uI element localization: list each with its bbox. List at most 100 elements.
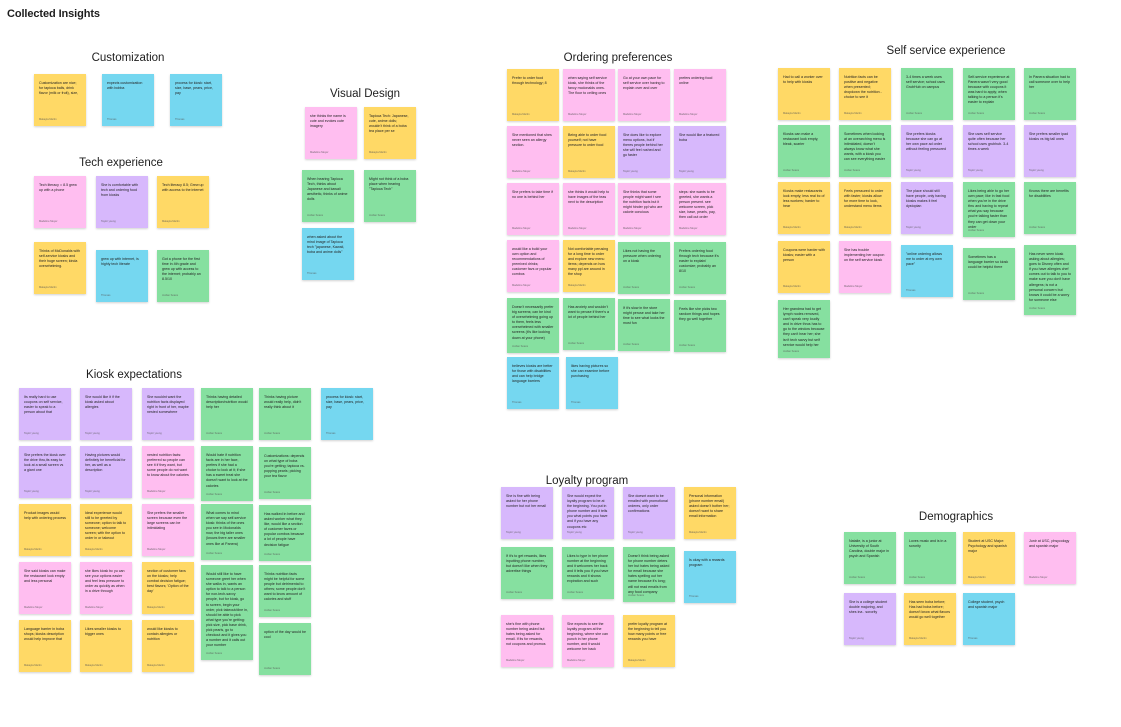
sticky-note[interactable]: Tech literacy 8.5; Grew up with access t… (157, 176, 209, 228)
sticky-note[interactable]: Being able to order food yourself; not h… (563, 126, 615, 178)
sticky-note[interactable]: Has anxiety and wouldn't want to peruse … (563, 298, 615, 350)
sticky-note[interactable]: In Panera situation had to call someone … (1024, 68, 1076, 120)
sticky-note[interactable]: Tapioca Tech: Japanese, cute, anime doll… (364, 107, 416, 159)
sticky-note[interactable]: If it's to get rewards, likes inputting … (501, 547, 553, 599)
sticky-note[interactable]: Product images would help with ordering … (19, 504, 71, 556)
sticky-note[interactable]: Junir at USC, phsycology and spanish maj… (1024, 532, 1076, 584)
sticky-note[interactable]: Kiosks can make a restaurant look empty,… (778, 125, 830, 177)
sticky-note[interactable]: Has walked in before and asked worker wh… (259, 505, 311, 561)
sticky-note[interactable]: likes having pictures so she can examine… (566, 357, 618, 409)
sticky-note[interactable]: She said kiosks can make the restaurant … (19, 562, 71, 614)
sticky-note[interactable]: Thinks having detailed description/nutri… (201, 388, 253, 440)
sticky-note[interactable]: Customization are nice; for tapioca ball… (34, 74, 86, 126)
sticky-note[interactable]: She prefers kiosks because she can go at… (901, 125, 953, 177)
sticky-note[interactable]: She prefers smaller ipad kiosks vs big t… (1024, 125, 1076, 177)
sticky-note[interactable]: Has seen boba before; Has had boba befor… (904, 593, 956, 645)
sticky-note[interactable]: Self-service experience at Panera wasn't… (963, 68, 1015, 120)
sticky-note[interactable]: She thinks that some people might want t… (618, 183, 670, 235)
sticky-note[interactable]: Likes to type in her phone number at the… (562, 547, 614, 599)
sticky-note[interactable]: If it's slow in the store might peruse a… (618, 299, 670, 351)
sticky-note[interactable]: She is fine with being asked for her pho… (501, 487, 553, 539)
sticky-note[interactable]: Would hate if nutrition facts are in her… (201, 446, 253, 501)
sticky-note[interactable]: prefer loyalty program at the beginning … (623, 615, 675, 667)
sticky-note[interactable]: "online ordering allows me to order at m… (901, 245, 953, 297)
sticky-note[interactable]: Doesn't think being asked for phone numb… (623, 547, 675, 602)
sticky-note[interactable]: process for kiosk: start, size, base, pe… (321, 388, 373, 440)
sticky-note[interactable]: process for kiosk: start, size, base, pe… (170, 74, 222, 126)
sticky-note[interactable]: She doesnt want to be emailed with promo… (623, 487, 675, 539)
sticky-note[interactable]: Nutrition facts can be positive and nega… (839, 68, 891, 120)
section-title-demographics[interactable]: Demographics (918, 511, 994, 523)
sticky-note[interactable]: Customizations: depends on what type of … (259, 447, 311, 499)
sticky-note[interactable]: 3-4 times a week uses self service; scho… (901, 68, 953, 120)
sticky-note[interactable]: Her grandma had to get lymph nodes remov… (778, 300, 830, 358)
sticky-note[interactable]: What comes to mind when we say self-serv… (201, 504, 253, 560)
section-title-loyalty-program[interactable]: Loyalty program (545, 475, 629, 487)
sticky-note[interactable]: She is a college student double majoring… (844, 593, 896, 645)
sticky-note[interactable]: She mentioned that shes never seen an al… (507, 126, 559, 178)
sticky-note[interactable]: Go at your own pace for self service ove… (618, 69, 670, 121)
sticky-note[interactable]: Natalie, is a junior at University of So… (844, 532, 896, 584)
sticky-note[interactable]: Sometimes when looking at an overarching… (839, 125, 891, 177)
sticky-note[interactable]: believes kiosks are better for those wit… (507, 357, 559, 409)
sticky-note[interactable]: Prefer to order food through technology;… (507, 69, 559, 121)
sticky-note[interactable]: She prefers the kiosk over the drive thr… (19, 446, 71, 498)
sticky-note[interactable]: She uses self service quite often becaus… (963, 125, 1015, 177)
sticky-note[interactable]: She would like it if the kiosk asked abo… (80, 388, 132, 440)
sticky-note[interactable]: The place should still have people, only… (901, 182, 953, 234)
sticky-note[interactable]: section of customer favs on the kiosks; … (142, 562, 194, 614)
sticky-note[interactable]: she thinks the name is cute and evokes c… (305, 107, 357, 159)
sticky-note[interactable]: Has never seen kiosk asking about allerg… (1024, 245, 1076, 315)
sticky-note[interactable]: Thinks nutrition facts might be helpful … (259, 565, 311, 617)
sticky-note[interactable]: Got a phone for the first time in 4th gr… (157, 250, 209, 302)
sticky-note[interactable]: Thinks having picture would really help,… (259, 388, 311, 440)
sticky-note[interactable]: Likes being able to go her own pace; lik… (963, 182, 1015, 237)
sticky-note[interactable]: Thinks of McDonalds with self-service ki… (34, 242, 86, 294)
sticky-note[interactable]: when asked about the mind image of Tapio… (302, 228, 354, 280)
sticky-note[interactable]: Feels like she picks two random things a… (674, 300, 726, 352)
sticky-note[interactable]: Doesn't necessarily prefer big screens; … (507, 298, 559, 353)
section-title-customization[interactable]: Customization (91, 52, 165, 64)
sticky-note[interactable]: College student, psych and spanish major… (963, 593, 1015, 645)
sticky-note[interactable]: Language barrier in boba shops; kiosks d… (19, 620, 71, 672)
section-title-kiosk-expectations[interactable]: Kiosk expectations (86, 369, 182, 381)
sticky-note[interactable]: Tech literacy = 8.5 grew up with a phone… (34, 176, 86, 228)
sticky-note[interactable]: Kiosks make restaurants look empty; less… (778, 182, 830, 234)
sticky-note[interactable]: Ideal experience would still to be greet… (80, 504, 132, 556)
sticky-note[interactable]: nested nutrition facts: preferred so peo… (142, 446, 194, 498)
sticky-note[interactable]: Might not think of a boba place when hea… (364, 170, 416, 222)
sticky-note[interactable]: Its really hard to use coupons on self s… (19, 388, 71, 440)
sticky-note[interactable]: Coupons were harder with kiosks; easier … (778, 241, 830, 293)
sticky-note[interactable]: She prefers to take time if no one is be… (507, 183, 559, 235)
sticky-note[interactable]: Knows there are benefits for disabilitie… (1024, 182, 1076, 234)
sticky-note[interactable]: Student at USC Major: Psychology and spa… (963, 532, 1015, 584)
sticky-note[interactable]: she's fine with phone number being asked… (501, 615, 553, 667)
sticky-note[interactable]: would like kiosks to contain allergies o… (142, 620, 194, 672)
sticky-note[interactable]: she thinks it would help to have images … (563, 183, 615, 235)
sticky-note[interactable]: She does like to explore menu options, b… (618, 126, 670, 178)
sticky-note[interactable]: Likes not having the pressure when order… (618, 242, 670, 294)
sticky-note[interactable]: Having pictures would definitely be bene… (80, 446, 132, 498)
sticky-note[interactable]: She would expect the loyalty program to … (562, 487, 614, 539)
sticky-note[interactable]: when saying self service kiosk, she thin… (563, 69, 615, 121)
sticky-note[interactable]: would like a build your own option and r… (507, 240, 559, 292)
sticky-note[interactable]: Had to call a worker over to help with k… (778, 68, 830, 120)
sticky-note[interactable]: Feels pressured to order with faster; ki… (839, 182, 891, 234)
sticky-note[interactable]: Sometimes has a language barrier so kios… (963, 248, 1015, 300)
section-title-ordering-preferences[interactable]: Ordering preferences (563, 52, 673, 64)
sticky-note[interactable]: She prefers the smaller screen because e… (142, 504, 194, 556)
sticky-note[interactable]: She has trouble implementing her coupon … (839, 241, 891, 293)
section-title-tech-experience[interactable]: Tech experience (79, 157, 163, 169)
sticky-note[interactable]: She is comfortable with tech and orderin… (96, 176, 148, 228)
sticky-note[interactable]: Not comfortable perusing for a long time… (563, 240, 615, 292)
sticky-note[interactable]: steps: she wants to be greeted, she want… (674, 183, 726, 235)
section-title-self-service-experience[interactable]: Self service experience (886, 45, 1006, 57)
sticky-note[interactable]: Would still like to have someone greet h… (201, 565, 253, 660)
